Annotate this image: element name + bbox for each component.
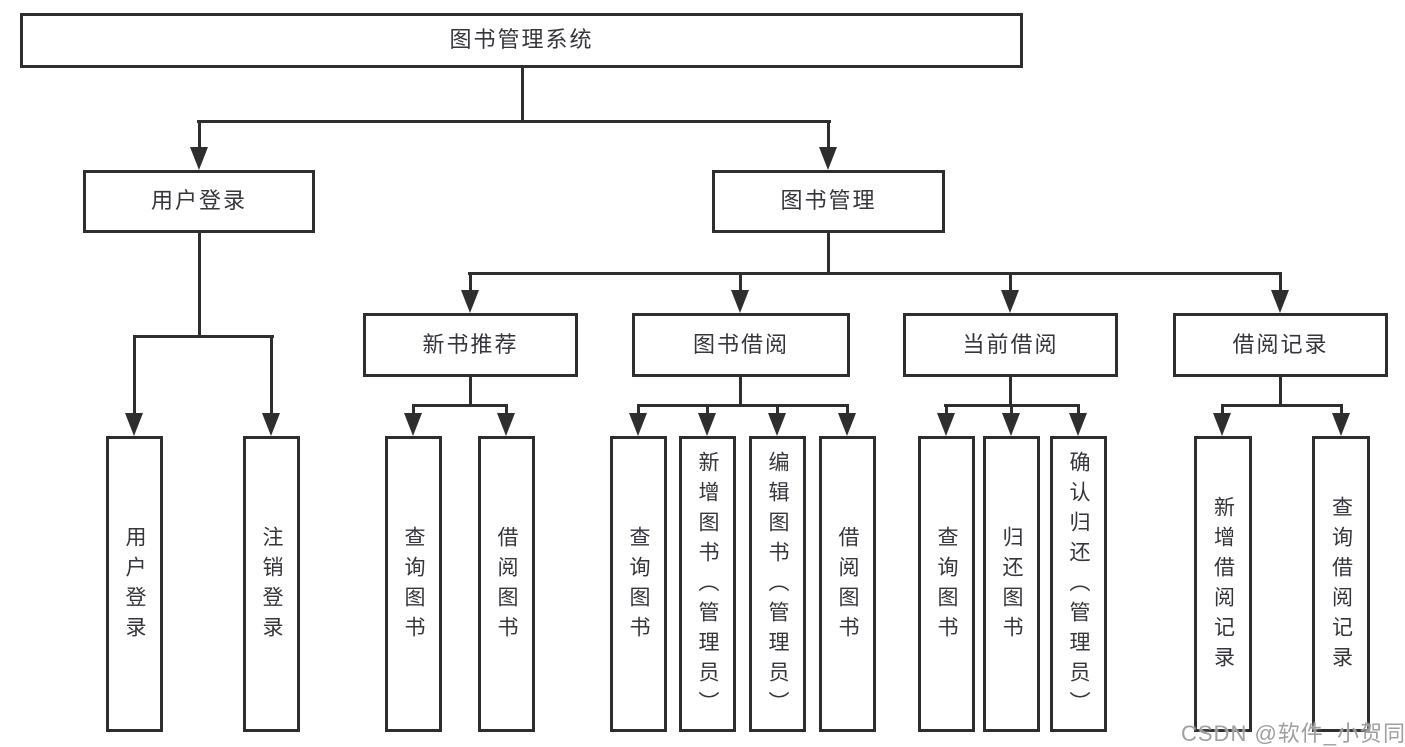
connector-vline bbox=[1220, 404, 1224, 420]
arrow-down-icon bbox=[404, 413, 422, 436]
connector-vline bbox=[775, 404, 779, 420]
node-borrow-records: 借阅记录 bbox=[1173, 313, 1388, 377]
node-current-borrowing: 当前借阅 bbox=[903, 313, 1118, 377]
connector-hline bbox=[637, 404, 849, 407]
arrow-down-icon bbox=[819, 147, 837, 170]
connector-vline bbox=[504, 404, 508, 420]
arrow-down-icon bbox=[1069, 413, 1087, 436]
connector-hline bbox=[944, 404, 1080, 407]
arrow-down-icon bbox=[937, 413, 955, 436]
arrow-down-icon bbox=[1213, 413, 1231, 436]
connector-vline bbox=[197, 233, 201, 338]
node-add-borrow-record: 新增借阅记录 bbox=[1194, 436, 1252, 732]
connector-vline bbox=[468, 272, 472, 297]
node-user-login-action: 用户登录 bbox=[106, 436, 163, 732]
arrow-down-icon bbox=[1001, 290, 1019, 313]
arrow-down-icon bbox=[1332, 413, 1350, 436]
connector-vline bbox=[411, 404, 415, 420]
node-add-books-admin: 新增图书（管理员） bbox=[679, 436, 736, 732]
arrow-down-icon bbox=[731, 290, 749, 313]
node-borrow-books-newbook: 借阅图书 bbox=[478, 436, 535, 732]
arrow-down-icon bbox=[698, 413, 716, 436]
arrow-down-icon bbox=[262, 413, 280, 436]
connector-vline bbox=[1009, 404, 1013, 420]
connector-vline bbox=[197, 120, 201, 152]
arrow-down-icon bbox=[497, 413, 515, 436]
node-root-library-management-system: 图书管理系统 bbox=[20, 13, 1023, 68]
node-query-borrow-record: 查询借阅记录 bbox=[1312, 436, 1370, 732]
connector-vline bbox=[1339, 404, 1343, 420]
node-user-login: 用户登录 bbox=[83, 170, 315, 233]
connector-hline bbox=[1221, 404, 1343, 407]
arrow-down-icon bbox=[768, 413, 786, 436]
connector-vline bbox=[520, 67, 524, 122]
connector-vline bbox=[468, 377, 472, 407]
connector-hline bbox=[133, 335, 274, 338]
watermark: CSDN @软件_小贺同学 bbox=[1181, 721, 1405, 746]
node-return-books: 归还图书 bbox=[983, 436, 1040, 732]
arrow-down-icon bbox=[125, 413, 143, 436]
node-borrow-books-action: 借阅图书 bbox=[819, 436, 876, 732]
connector-vline bbox=[1008, 272, 1012, 297]
arrow-down-icon bbox=[461, 290, 479, 313]
connector-vline bbox=[845, 404, 849, 420]
node-book-borrowing: 图书借阅 bbox=[632, 313, 850, 377]
node-query-books-newbook: 查询图书 bbox=[385, 436, 442, 732]
node-query-books-current: 查询图书 bbox=[918, 436, 975, 732]
arrow-down-icon bbox=[1002, 413, 1020, 436]
arrow-down-icon bbox=[190, 147, 208, 170]
arrow-down-icon bbox=[1271, 290, 1289, 313]
arrow-down-icon bbox=[629, 413, 647, 436]
arrow-down-icon bbox=[838, 413, 856, 436]
connector-vline bbox=[1278, 377, 1282, 407]
connector-vline bbox=[944, 404, 948, 420]
node-logout-action: 注销登录 bbox=[243, 436, 300, 732]
connector-vline bbox=[826, 233, 830, 275]
node-query-books-borrow: 查询图书 bbox=[610, 436, 667, 732]
connector-hline bbox=[468, 272, 1282, 275]
connector-vline bbox=[1278, 272, 1282, 297]
connector-vline bbox=[826, 120, 830, 152]
connector-vline bbox=[705, 404, 709, 420]
connector-hline bbox=[197, 120, 831, 123]
connector-vline bbox=[636, 404, 640, 420]
connector-vline bbox=[1076, 404, 1080, 420]
connector-vline bbox=[738, 272, 742, 297]
connector-vline bbox=[738, 377, 742, 407]
node-new-book-recommend: 新书推荐 bbox=[363, 313, 578, 377]
connector-vline bbox=[1008, 377, 1012, 407]
connector-vline bbox=[132, 335, 136, 418]
node-book-management: 图书管理 bbox=[712, 170, 945, 233]
connector-vline bbox=[269, 335, 273, 418]
connector-hline bbox=[412, 404, 508, 407]
node-confirm-return-admin: 确认归还（管理员） bbox=[1050, 436, 1107, 732]
node-edit-books-admin: 编辑图书（管理员） bbox=[749, 436, 806, 732]
